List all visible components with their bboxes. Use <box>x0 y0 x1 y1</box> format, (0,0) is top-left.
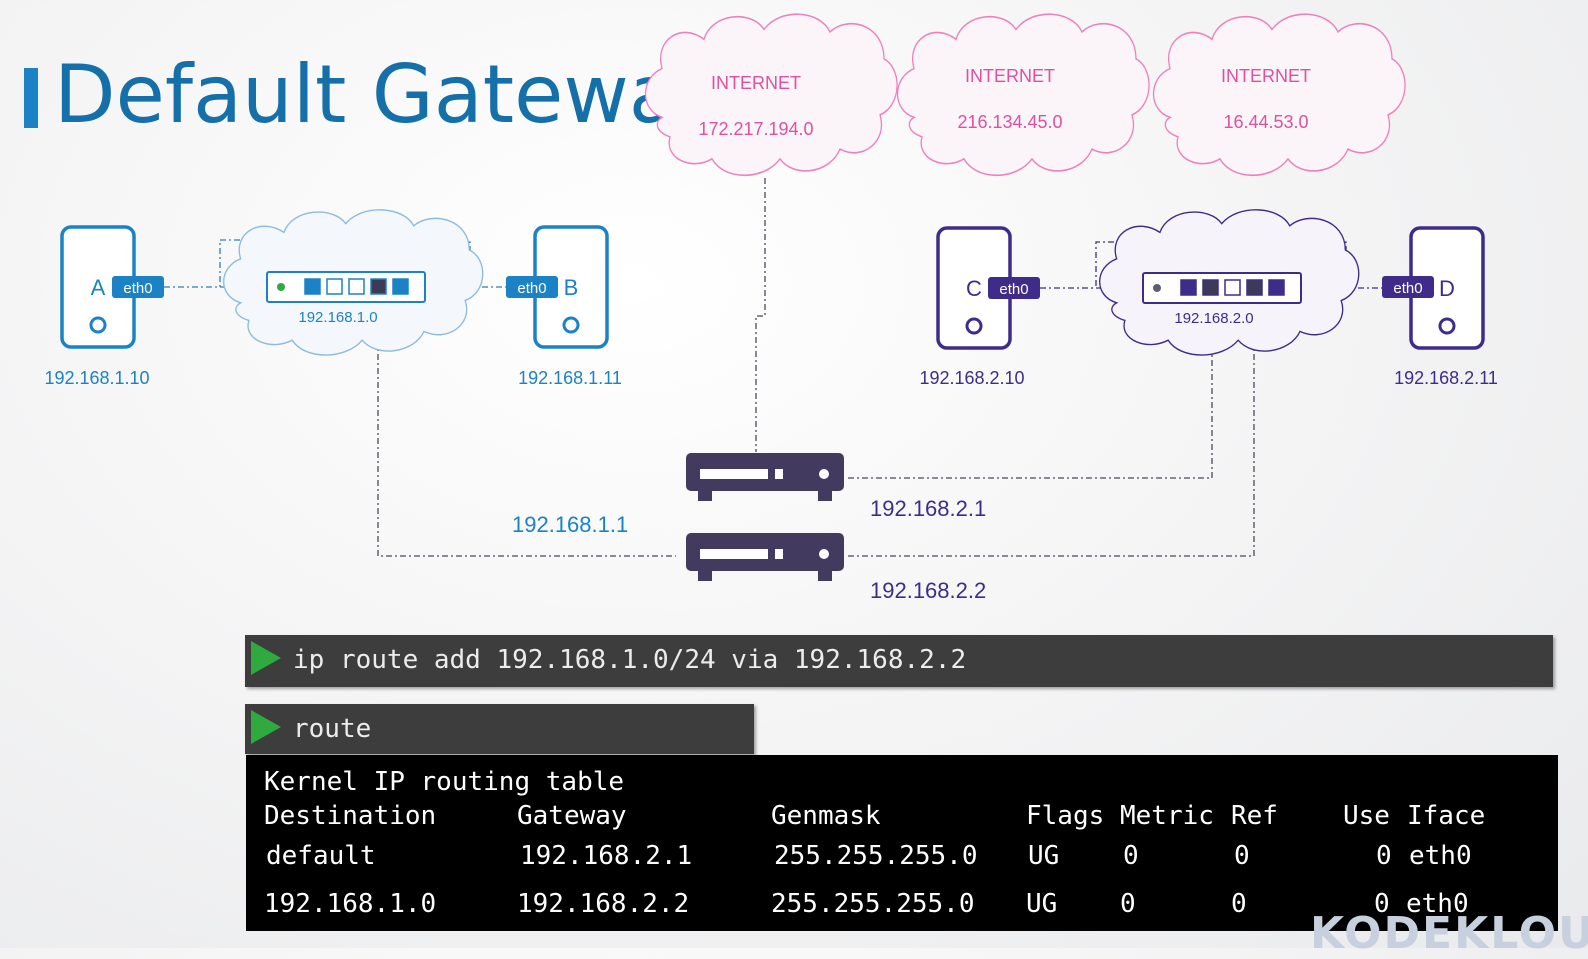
table-cell: 0 <box>1120 889 1136 919</box>
internet-label: INTERNET <box>1221 66 1311 86</box>
internet-label: INTERNET <box>711 73 801 93</box>
table-cell: 255.255.255.0 <box>774 841 978 871</box>
router-top <box>686 453 844 501</box>
host-b-label: B <box>564 275 579 300</box>
host-d-label: D <box>1439 276 1455 301</box>
host-c-label: C <box>966 276 982 301</box>
brand-watermark: KODEKLOU <box>1310 908 1588 959</box>
router-top-ip: 192.168.2.1 <box>870 496 986 521</box>
play-icon <box>251 641 281 675</box>
host-a: A eth0 192.168.1.10 <box>44 225 164 388</box>
switch-right-network: 192.168.2.0 <box>1174 310 1253 327</box>
column-header: Metric <box>1120 801 1214 831</box>
host-a-ip: 192.168.1.10 <box>44 368 149 388</box>
table-cell: 192.168.1.0 <box>264 889 437 919</box>
table-cell: 192.168.2.2 <box>517 889 690 919</box>
switch-left: 192.168.1.0 <box>266 271 426 326</box>
column-header: Gateway <box>517 801 627 831</box>
host-d-ip: 192.168.2.11 <box>1394 368 1498 388</box>
column-header: Ref <box>1231 801 1278 831</box>
router-bottom <box>686 533 844 581</box>
switch-right: 192.168.2.0 <box>1142 272 1302 327</box>
column-header: Destination <box>264 801 437 831</box>
host-b-iface: eth0 <box>517 280 546 297</box>
route-table: Kernel IP routing table Destination Gate… <box>246 755 1558 931</box>
internet-link-line <box>755 178 766 452</box>
column-header: Iface <box>1407 801 1486 831</box>
table-cell: 0 <box>1234 841 1250 871</box>
internet-cloud-3: INTERNET 16.44.53.0 <box>1152 13 1406 177</box>
host-d: D eth0 192.168.2.11 <box>1382 226 1498 388</box>
internet-ip: 216.134.45.0 <box>957 112 1062 132</box>
terminal-command-1: ip route add 192.168.1.0/24 via 192.168.… <box>245 635 1553 687</box>
router-bottom-ip: 192.168.2.2 <box>870 578 986 603</box>
router-top-link-line <box>848 312 1213 479</box>
table-cell: 255.255.255.0 <box>771 889 975 919</box>
internet-ip: 172.217.194.0 <box>698 119 813 139</box>
host-c: C eth0 192.168.2.10 <box>919 226 1040 388</box>
table-cell: 0 <box>1123 841 1139 871</box>
table-cell: default <box>266 841 376 871</box>
column-header: Flags <box>1026 801 1105 831</box>
internet-ip: 16.44.53.0 <box>1223 112 1308 132</box>
host-c-iface: eth0 <box>999 281 1028 298</box>
host-b: B eth0 192.168.1.11 <box>506 225 622 388</box>
table-cell: eth0 <box>1406 889 1469 919</box>
title-accent-bar <box>24 68 38 128</box>
host-b-ip: 192.168.1.11 <box>518 368 622 388</box>
table-cell: UG <box>1028 841 1060 871</box>
table-cell: 192.168.2.1 <box>520 841 693 871</box>
router-bottom-right-link-line <box>848 312 1255 557</box>
page-title: Default Gateway <box>54 48 726 141</box>
column-header: Use <box>1343 801 1390 831</box>
column-header: Genmask <box>771 801 881 831</box>
internet-cloud-2: INTERNET 216.134.45.0 <box>896 13 1150 177</box>
host-a-label: A <box>91 275 106 300</box>
internet-cloud-1: INTERNET 172.217.194.0 <box>644 13 898 177</box>
internet-label: INTERNET <box>965 66 1055 86</box>
table-cell: eth0 <box>1409 841 1472 871</box>
switch-left-network: 192.168.1.0 <box>298 309 377 326</box>
table-cell: 0 <box>1376 841 1392 871</box>
terminal-command-2: route <box>245 704 754 754</box>
route-table-heading: Kernel IP routing table <box>264 767 625 797</box>
command-text: ip route add 192.168.1.0/24 via 192.168.… <box>293 645 967 675</box>
host-d-iface: eth0 <box>1393 280 1422 297</box>
router-left-ip: 192.168.1.1 <box>512 512 628 537</box>
table-cell: 0 <box>1231 889 1247 919</box>
play-icon <box>251 710 281 744</box>
table-cell: 0 <box>1374 889 1390 919</box>
host-c-ip: 192.168.2.10 <box>919 368 1024 388</box>
router-bottom-left-link-line <box>377 312 676 557</box>
host-a-iface: eth0 <box>123 280 152 297</box>
command-text: route <box>293 714 372 744</box>
table-cell: UG <box>1026 889 1058 919</box>
